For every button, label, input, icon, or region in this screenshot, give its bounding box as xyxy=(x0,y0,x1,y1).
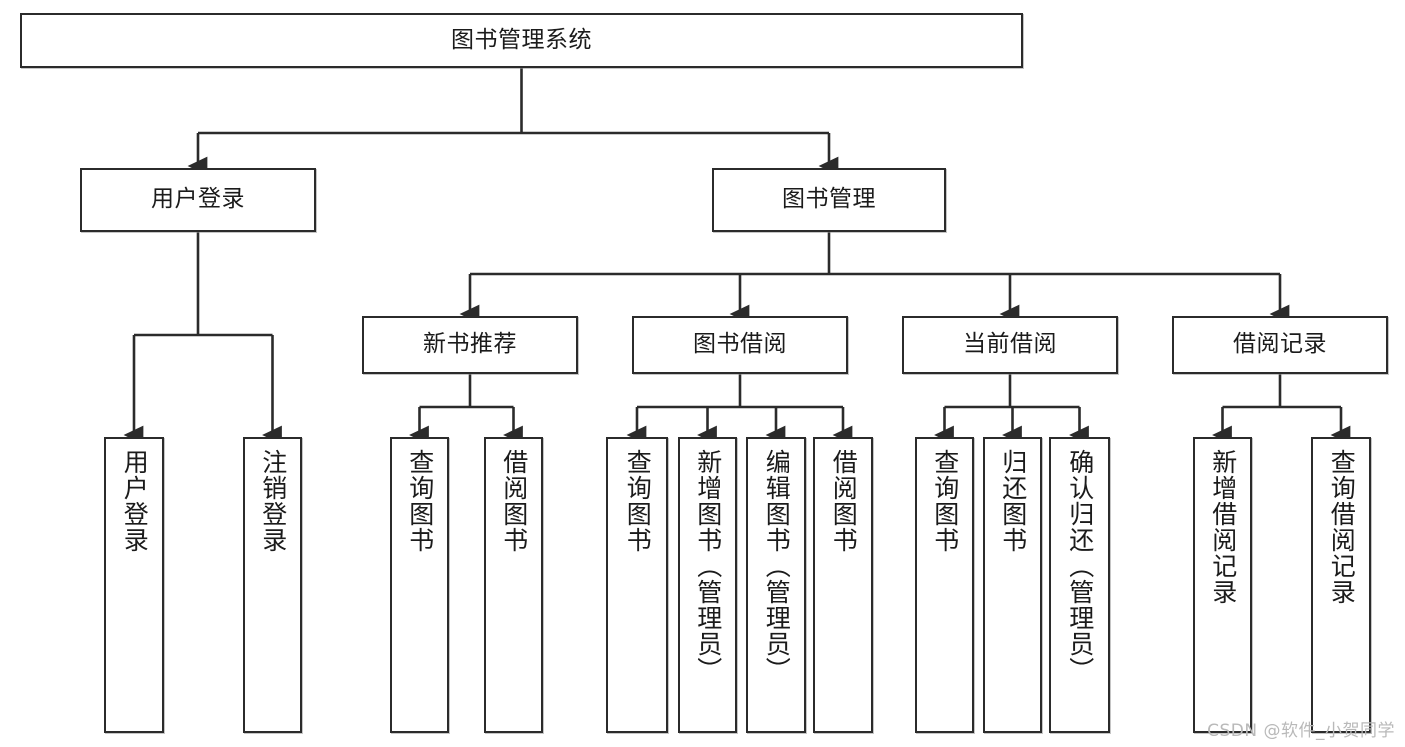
node-book-borrow-label: 图书借阅 xyxy=(693,331,787,358)
node-new-book-recommendation[interactable]: 新书推荐 xyxy=(362,316,578,374)
csdn-watermark: CSDN @软件_小贺同学 xyxy=(1207,721,1395,741)
node-leaf-add-book[interactable]: 新增图书（管理员） xyxy=(678,437,737,733)
node-leaf-user-login-label: 用户登录 xyxy=(120,449,150,553)
node-book-manage[interactable]: 图书管理 xyxy=(712,168,946,232)
node-leaf-query-book-1[interactable]: 查询图书 xyxy=(390,437,449,733)
node-leaf-add-borrow-record-label: 新增借阅记录 xyxy=(1208,449,1238,605)
node-leaf-return-book[interactable]: 归还图书 xyxy=(983,437,1042,733)
node-book-manage-label: 图书管理 xyxy=(782,186,876,213)
node-leaf-borrow-book-2[interactable]: 借阅图书 xyxy=(813,437,873,733)
node-new-book-recommendation-label: 新书推荐 xyxy=(423,331,517,358)
node-leaf-query-book-1-label: 查询图书 xyxy=(405,449,435,553)
node-borrow-record[interactable]: 借阅记录 xyxy=(1172,316,1388,374)
node-borrow-record-label: 借阅记录 xyxy=(1233,331,1327,358)
node-book-borrow[interactable]: 图书借阅 xyxy=(632,316,848,374)
node-leaf-query-borrow-record-label: 查询借阅记录 xyxy=(1327,449,1357,605)
node-root[interactable]: 图书管理系统 xyxy=(20,13,1023,68)
node-leaf-query-book-2-label: 查询图书 xyxy=(623,449,653,553)
node-root-label: 图书管理系统 xyxy=(451,26,592,53)
node-leaf-borrow-book-1[interactable]: 借阅图书 xyxy=(484,437,543,733)
node-leaf-borrow-book-2-label: 借阅图书 xyxy=(829,449,859,553)
node-leaf-logout[interactable]: 注销登录 xyxy=(243,437,302,733)
node-leaf-add-book-label: 新增图书（管理员） xyxy=(693,449,723,683)
node-leaf-return-book-label: 归还图书 xyxy=(998,449,1028,553)
node-leaf-query-book-2[interactable]: 查询图书 xyxy=(606,437,668,733)
node-current-borrow[interactable]: 当前借阅 xyxy=(902,316,1118,374)
node-leaf-edit-book[interactable]: 编辑图书（管理员） xyxy=(746,437,806,733)
node-leaf-confirm-return-label: 确认归还（管理员） xyxy=(1065,449,1095,683)
node-leaf-edit-book-label: 编辑图书（管理员） xyxy=(762,449,792,683)
node-leaf-query-borrow-record[interactable]: 查询借阅记录 xyxy=(1311,437,1371,733)
node-leaf-borrow-book-1-label: 借阅图书 xyxy=(499,449,529,553)
node-leaf-query-book-3-label: 查询图书 xyxy=(930,449,960,553)
node-leaf-add-borrow-record[interactable]: 新增借阅记录 xyxy=(1193,437,1252,733)
node-leaf-logout-label: 注销登录 xyxy=(258,449,288,553)
node-leaf-user-login[interactable]: 用户登录 xyxy=(104,437,164,733)
node-leaf-confirm-return[interactable]: 确认归还（管理员） xyxy=(1049,437,1110,733)
node-user-login-label: 用户登录 xyxy=(151,186,245,213)
node-user-login[interactable]: 用户登录 xyxy=(80,168,316,232)
node-leaf-query-book-3[interactable]: 查询图书 xyxy=(915,437,974,733)
node-current-borrow-label: 当前借阅 xyxy=(963,331,1057,358)
